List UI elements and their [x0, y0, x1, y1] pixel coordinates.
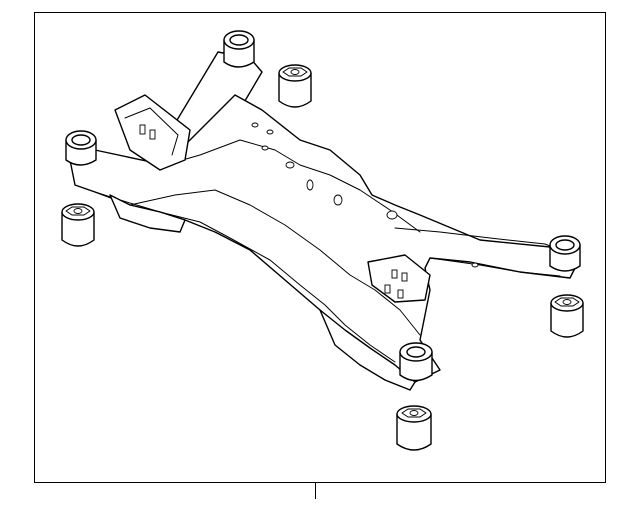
upper-ridge [164, 139, 421, 233]
bushing [550, 294, 584, 338]
mount-hole [266, 129, 274, 135]
left-collar-bore [71, 134, 91, 146]
bushing-body [61, 211, 95, 247]
bushing-bore [290, 69, 300, 75]
side-flange [94, 191, 396, 363]
slot [149, 129, 156, 140]
mount-hole [306, 179, 314, 191]
slot [391, 269, 398, 279]
top-collar-bore [229, 34, 249, 46]
bushing-body [396, 413, 432, 451]
lower-skirt [319, 309, 416, 391]
bushing [61, 203, 95, 247]
bushing-sleeve [65, 206, 91, 216]
callout-leader-line [315, 483, 316, 499]
bushing-bore [562, 299, 572, 305]
bushing-sleeve [282, 67, 308, 77]
right-arm-underside [429, 257, 561, 277]
mount-hole [333, 194, 343, 206]
mount-hole [251, 122, 259, 128]
left-bracket-inner [124, 107, 179, 156]
bushing [396, 405, 432, 451]
mount-hole [285, 161, 295, 169]
right-bracket-plate [367, 254, 431, 303]
bushing-body [550, 302, 584, 338]
bushing [278, 64, 312, 108]
bushing-body [278, 72, 312, 108]
left-lower-skirt [109, 194, 186, 233]
right-collar-bore [555, 239, 575, 251]
mount-hole [471, 262, 479, 268]
front-collar-bore [406, 346, 426, 358]
slot [401, 272, 408, 282]
slot [397, 289, 404, 299]
bushing-sleeve [401, 408, 427, 418]
mount-hole [386, 210, 398, 220]
crossmember-frame [69, 51, 579, 391]
slot [384, 284, 391, 294]
frame-mount-collars [65, 30, 581, 382]
bushing-bore [409, 410, 419, 416]
mount-hole [261, 145, 269, 151]
lower-ridge [129, 189, 421, 336]
bushing-bore [73, 208, 83, 214]
slot [139, 124, 146, 135]
bushing-sleeve [554, 297, 580, 307]
